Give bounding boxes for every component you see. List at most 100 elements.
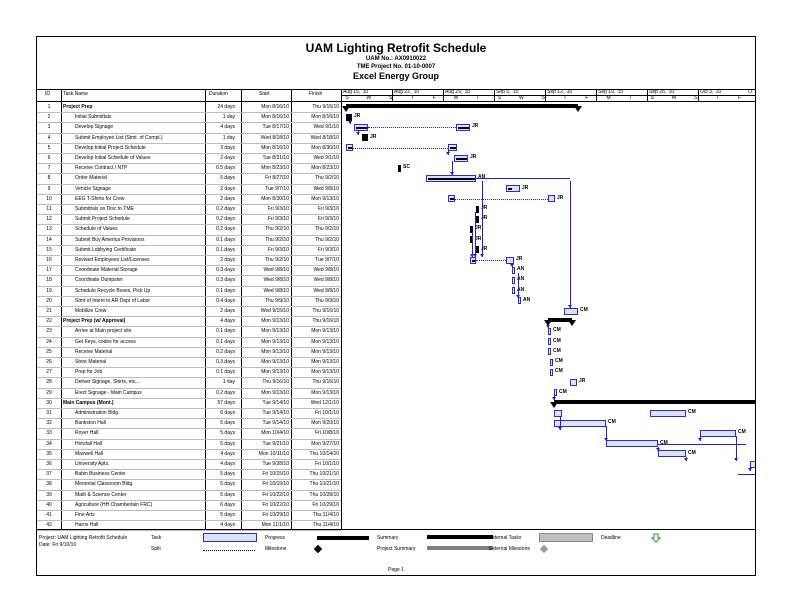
task-bar[interactable] (550, 368, 553, 376)
task-finish: Thu 9/16/10 (312, 379, 339, 386)
task-bar[interactable] (512, 287, 515, 295)
task-name: Submit Lobbying Certificate (75, 246, 137, 253)
task-name: Submit Buy America Provisions (75, 236, 145, 243)
task-finish: Mon 9/13/10 (311, 369, 339, 376)
resource-label: CM (580, 307, 588, 313)
summary-end-marker (574, 106, 582, 112)
task-bar[interactable] (470, 256, 476, 264)
task-finish: Wed 9/1/10 (313, 155, 339, 161)
uam-number: UAM No.: AX0910022 (365, 56, 427, 62)
summary-bar[interactable] (346, 104, 578, 108)
column-header-duration[interactable]: Duration (209, 91, 228, 97)
resource-label: CM (688, 449, 696, 456)
dependency-arrow-icon (568, 305, 572, 308)
task-finish: Thu 9/16/10 (312, 104, 339, 110)
task-duration: 0.1 days (216, 369, 235, 376)
task-bar[interactable] (518, 297, 521, 305)
resource-label: JR (475, 225, 482, 232)
row-divider (37, 326, 341, 328)
split-line (476, 260, 506, 261)
task-bar[interactable] (554, 409, 562, 417)
legend-summary-label: Summary (377, 535, 399, 541)
task-bar[interactable] (454, 154, 468, 162)
task-bar[interactable] (548, 338, 551, 346)
task-start: Tue 9/14/10 (262, 399, 289, 406)
resource-label: AN (478, 174, 486, 181)
task-duration: 5 days (220, 175, 235, 182)
task-name: Main Campus (Mont.) (63, 399, 114, 406)
task-id: 21 (46, 308, 52, 314)
task-finish: Tue 9/7/10 (315, 257, 339, 263)
task-bar[interactable] (554, 389, 557, 397)
task-bar[interactable] (476, 215, 479, 223)
task-name: Math & Science Center (75, 491, 127, 498)
task-bar[interactable] (506, 185, 520, 193)
task-bar[interactable] (512, 276, 515, 284)
task-id: 14 (46, 236, 52, 243)
task-bar[interactable] (470, 225, 473, 233)
legend-external-tasks-label: External Tasks (489, 535, 522, 541)
task-bar[interactable] (650, 409, 686, 417)
dependency-link (606, 426, 607, 441)
task-duration: 24 days (217, 104, 235, 110)
task-bar[interactable] (476, 246, 479, 254)
task-bar[interactable] (554, 419, 606, 427)
task-id: 3 (47, 124, 51, 131)
task-finish: Fri 10/29/10 (312, 501, 339, 508)
task-bar[interactable] (346, 144, 353, 152)
task-bar[interactable] (548, 195, 555, 203)
task-bar[interactable] (476, 205, 479, 213)
row-divider (37, 397, 341, 399)
task-bar[interactable] (606, 440, 658, 448)
resource-label: CM (559, 388, 567, 395)
column-header-task-name[interactable]: Task Name (63, 91, 89, 97)
row-divider (37, 336, 341, 338)
task-bar[interactable] (512, 266, 515, 274)
task-name: Receive Contract / NTP (75, 165, 128, 172)
task-start: Thu 9/2/10 (265, 236, 289, 243)
row-divider (37, 244, 341, 246)
task-finish: Wed 8/18/10 (310, 134, 339, 141)
task-bar[interactable] (564, 307, 578, 315)
task-start: Mon 8/16/10 (261, 144, 289, 151)
legend-task-label: Task (151, 535, 162, 541)
gantt-sheet: UAM Lighting Retrofit Schedule UAM No.: … (36, 36, 756, 576)
timeline-week-label: Sep 12, '10 (547, 89, 573, 95)
row-divider (37, 183, 341, 185)
task-bar[interactable] (750, 460, 755, 468)
task-bar[interactable] (448, 195, 455, 203)
legend-external-tasks-swatch (539, 533, 593, 542)
column-header-id[interactable]: ID (45, 91, 50, 97)
timeline-day-label: F (432, 95, 436, 101)
row-divider (37, 448, 341, 450)
task-start: Fri 9/3/10 (267, 216, 289, 223)
task-bar[interactable] (456, 123, 470, 131)
task-bar[interactable] (550, 358, 553, 366)
task-bar[interactable] (570, 378, 577, 386)
task-name: Stmt of Intent to AR Dept of Labor (75, 297, 151, 304)
task-bar[interactable] (658, 450, 686, 458)
task-finish: Mon 9/13/10 (311, 348, 339, 355)
task-bar[interactable] (548, 327, 551, 335)
task-bar[interactable] (548, 348, 551, 356)
task-id: 40 (46, 501, 52, 508)
summary-bar[interactable] (554, 399, 755, 404)
summary-bar[interactable] (548, 318, 572, 323)
row-divider (37, 418, 341, 420)
task-name: Initial Submittals (75, 114, 112, 121)
task-bar[interactable] (700, 429, 736, 437)
task-bar[interactable] (346, 113, 352, 121)
task-bar[interactable] (448, 144, 457, 152)
task-bar[interactable] (506, 256, 514, 264)
row-divider (37, 214, 341, 216)
row-divider (37, 153, 341, 154)
task-name: Horsfall Hall (75, 440, 102, 447)
task-duration: 0.1 days (216, 287, 235, 294)
task-bar[interactable] (362, 134, 368, 142)
column-header-start[interactable]: Start (259, 91, 270, 97)
task-bar[interactable] (398, 164, 401, 172)
column-header-finish[interactable]: Finish (309, 91, 323, 97)
task-bar[interactable] (354, 123, 368, 131)
task-bar[interactable] (426, 174, 476, 182)
task-id: 5 (47, 144, 51, 151)
